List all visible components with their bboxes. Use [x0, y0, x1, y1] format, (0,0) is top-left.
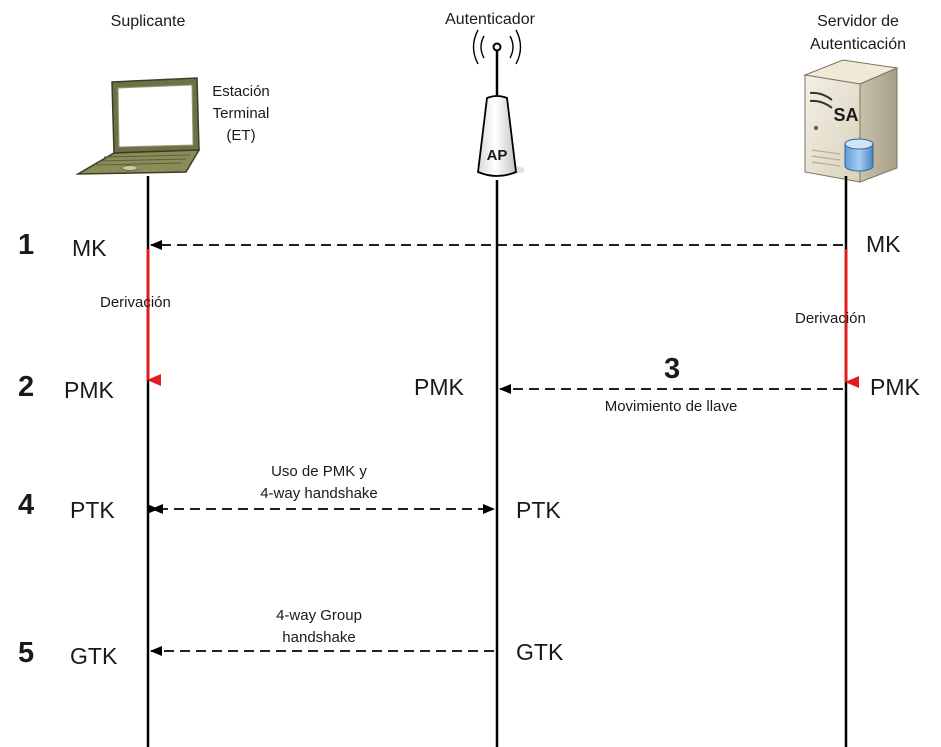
step-number-1: 1 — [18, 229, 34, 261]
key-gtk-autenticador: GTK — [516, 639, 564, 665]
group-handshake-label-line2: handshake — [282, 629, 355, 646]
key-gtk-suplicante: GTK — [70, 643, 118, 669]
key-ptk-autenticador: PTK — [516, 497, 561, 523]
group-handshake-label-line1: 4-way Group — [276, 607, 362, 624]
pmk-move-label: Movimiento de llave — [605, 398, 738, 415]
derivation-label-suplicante: Derivación — [100, 294, 171, 311]
station-label-line2: Terminal — [213, 105, 270, 122]
key-ptk-suplicante: PTK — [70, 497, 115, 523]
ap-label: AP — [487, 147, 508, 164]
key-pmk-autenticador: PMK — [414, 374, 465, 400]
sa-label: SA — [833, 105, 858, 125]
four-way-handshake-arrowhead-left — [151, 504, 163, 514]
header-servidor-line2: Autenticación — [810, 36, 906, 53]
step-number-4: 4 — [18, 489, 34, 521]
step-number-3: 3 — [664, 353, 680, 385]
header-suplicante: Suplicante — [111, 13, 186, 30]
derivation-label-servidor: Derivación — [795, 310, 866, 327]
key-mk-servidor: MK — [866, 231, 901, 257]
laptop-icon — [75, 77, 201, 175]
handshake-label-line1: Uso de PMK y — [271, 463, 367, 480]
key-pmk-suplicante: PMK — [64, 377, 115, 403]
key-mk-suplicante: MK — [72, 235, 107, 261]
key-pmk-servidor: PMK — [870, 374, 921, 400]
station-label-line3: (ET) — [226, 127, 255, 144]
station-label-line1: Estación — [212, 83, 270, 100]
step-number-5: 5 — [18, 637, 34, 669]
header-servidor-line1: Servidor de — [817, 13, 899, 30]
handshake-label-line2: 4-way handshake — [260, 485, 378, 502]
header-autenticador: Autenticador — [445, 11, 536, 28]
server-icon: SA — [803, 59, 899, 183]
access-point-icon: AP — [472, 29, 525, 177]
step-number-2: 2 — [18, 371, 34, 403]
